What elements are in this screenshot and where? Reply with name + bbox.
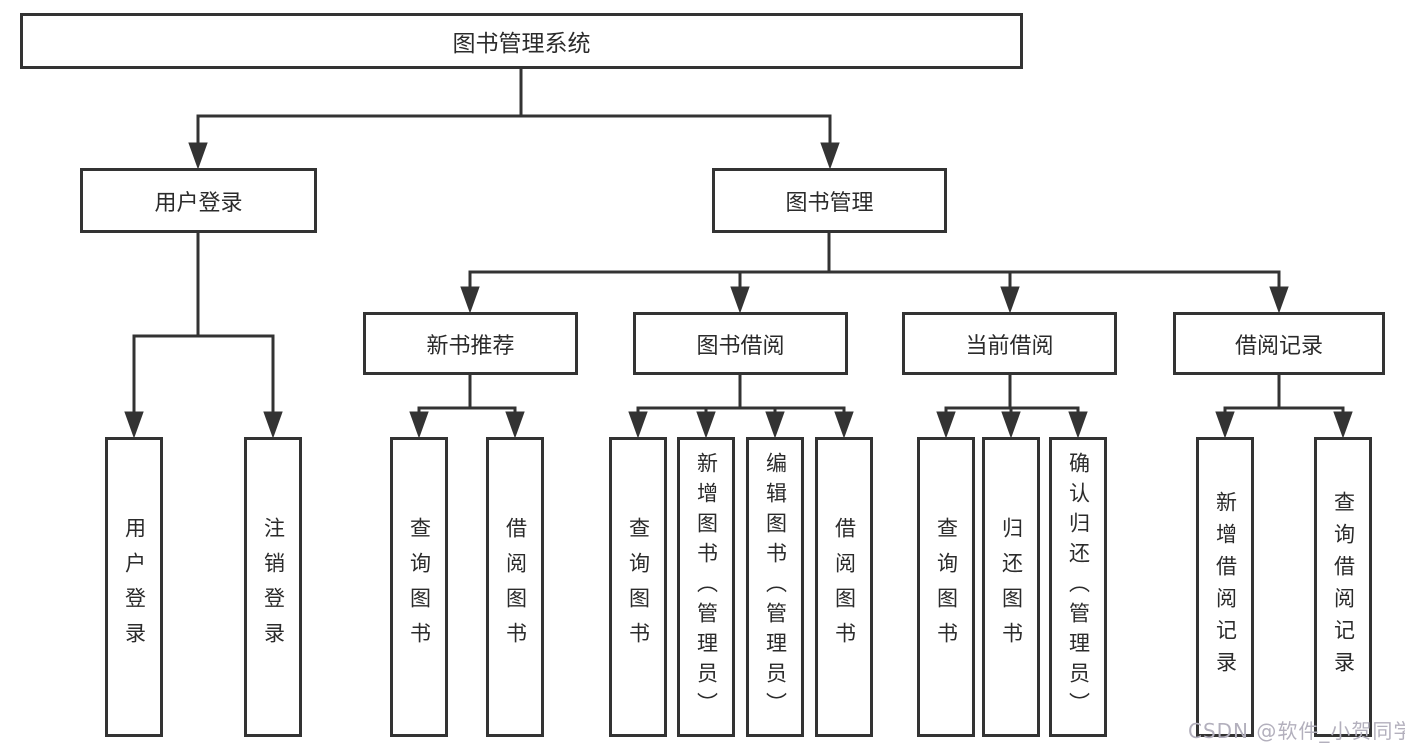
node-label: 借阅记录 [1234, 333, 1323, 359]
node-label: 新书推荐 [426, 333, 515, 359]
connector-root-to-level2 [188, 67, 840, 170]
node-current-borrowing: 当前借阅 [902, 312, 1117, 375]
leaf-add-book-admin: 新增图书（管理员） [677, 437, 735, 737]
node-label: 新增借阅记录 [1213, 491, 1238, 683]
leaf-query-books-current: 查询图书 [917, 437, 975, 737]
leaf-logout: 注销登录 [244, 437, 302, 737]
node-user-login: 用户登录 [80, 168, 317, 233]
connector-current-borrowing-to-leaves [936, 373, 1088, 439]
node-label: 图书借阅 [696, 333, 785, 359]
leaf-add-borrow-record: 新增借阅记录 [1196, 437, 1254, 737]
connector-new-book-recommend-to-leaves [409, 373, 525, 439]
leaf-user-login: 用户登录 [105, 437, 163, 737]
node-label: 新增图书（管理员） [694, 452, 719, 722]
connector-book-management-to-level3 [460, 231, 1289, 314]
leaf-query-borrow-record: 查询借阅记录 [1314, 437, 1372, 737]
leaf-borrow-books-recommend: 借阅图书 [486, 437, 544, 737]
connector-book-borrowing-to-leaves [628, 373, 854, 439]
node-label: 编辑图书（管理员） [763, 452, 788, 722]
leaf-borrow-books: 借阅图书 [815, 437, 873, 737]
node-label: 图书管理 [785, 190, 874, 216]
leaf-return-books: 归还图书 [982, 437, 1040, 737]
node-new-book-recommend: 新书推荐 [363, 312, 578, 375]
node-book-borrowing: 图书借阅 [633, 312, 848, 375]
node-label: 借阅图书 [503, 517, 528, 657]
node-label: 注销登录 [261, 517, 286, 657]
connector-borrowing-records-to-leaves [1215, 373, 1353, 439]
node-label: 图书管理系统 [452, 31, 591, 57]
node-label: 查询借阅记录 [1331, 491, 1356, 683]
leaf-edit-book-admin: 编辑图书（管理员） [746, 437, 804, 737]
node-label: 确认归还（管理员） [1066, 452, 1091, 722]
node-label: 借阅图书 [832, 517, 857, 657]
node-root-system: 图书管理系统 [20, 13, 1023, 69]
node-borrowing-records: 借阅记录 [1173, 312, 1385, 375]
connector-user-login-to-leaves [124, 231, 283, 439]
leaf-query-books-borrowing: 查询图书 [609, 437, 667, 737]
csdn-watermark: CSDN @软件_小贺同学 [1188, 719, 1405, 743]
leaf-confirm-return-admin: 确认归还（管理员） [1049, 437, 1107, 737]
node-label: 查询图书 [407, 517, 432, 657]
leaf-query-books-recommend: 查询图书 [390, 437, 448, 737]
node-book-management: 图书管理 [712, 168, 947, 233]
node-label: 当前借阅 [965, 333, 1054, 359]
node-label: 归还图书 [999, 517, 1024, 657]
node-label: 用户登录 [154, 190, 243, 216]
node-label: 查询图书 [626, 517, 651, 657]
node-label: 用户登录 [122, 517, 147, 657]
node-label: 查询图书 [934, 517, 959, 657]
